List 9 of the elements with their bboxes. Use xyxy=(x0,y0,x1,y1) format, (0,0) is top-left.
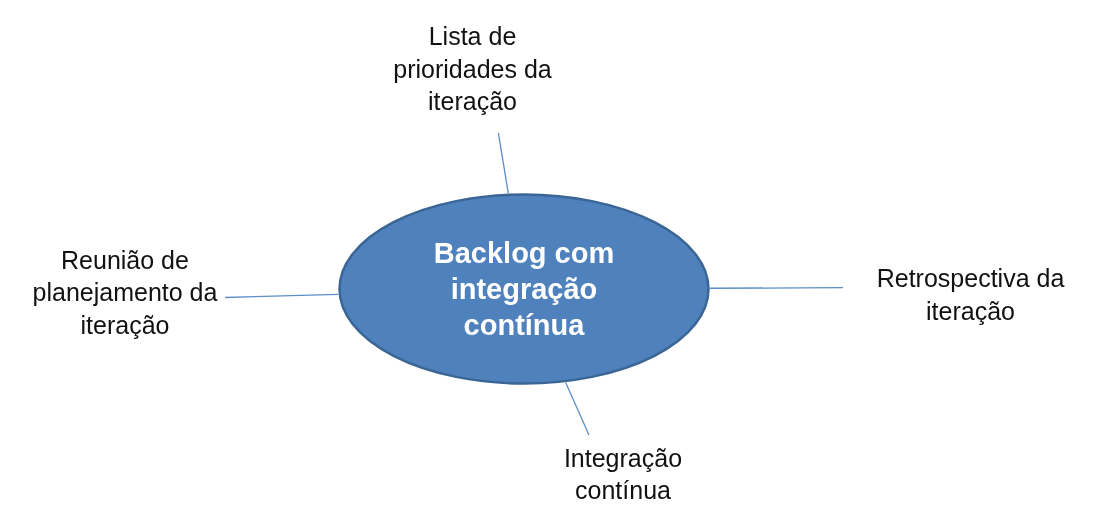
connector-line xyxy=(224,293,339,299)
topic-text: Reunião de planejamento da iteração xyxy=(31,244,219,341)
topic-text: Integração contínua xyxy=(562,442,684,506)
connector-line xyxy=(709,287,844,289)
connector-line xyxy=(565,381,590,436)
topic-text: Retrospectiva da iteração xyxy=(875,263,1066,327)
topic-text: Lista de prioridades da iteração xyxy=(392,21,553,118)
central-topic-text: Backlog com integração contínua xyxy=(432,235,616,344)
connector-line xyxy=(497,132,509,194)
